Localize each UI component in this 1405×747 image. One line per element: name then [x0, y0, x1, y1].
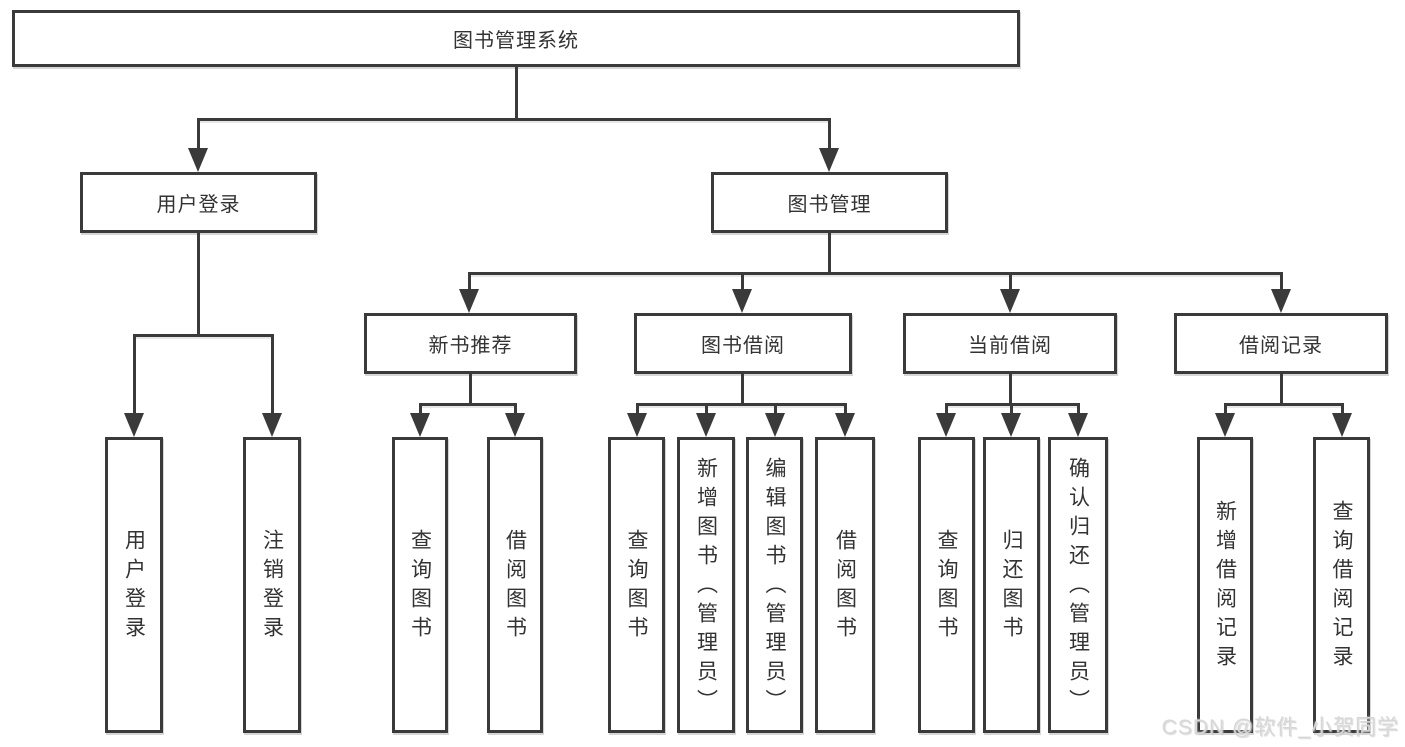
connector-line: [1077, 403, 1080, 417]
arrow-down-icon: [1215, 413, 1235, 437]
connector-line: [197, 233, 200, 336]
node-new-book-recommendation: 新书推荐: [364, 313, 577, 374]
arrow-down-icon: [1332, 413, 1352, 437]
arrow-down-icon: [819, 148, 839, 172]
arrow-down-icon: [1271, 289, 1291, 313]
node-book-management: 图书管理: [711, 172, 948, 233]
connector-line: [741, 272, 744, 292]
connector-line: [133, 334, 274, 337]
leaf-query-borrow-record: 查询借阅记录: [1313, 437, 1370, 733]
arrow-down-icon: [124, 413, 144, 437]
connector-line: [774, 403, 777, 417]
leaf-add-borrow-record: 新增借阅记录: [1197, 437, 1253, 733]
connector-line: [515, 67, 518, 120]
arrow-down-icon: [262, 413, 282, 437]
arrow-down-icon: [765, 413, 785, 437]
connector-line: [636, 403, 639, 417]
connector-line: [514, 403, 517, 417]
arrow-down-icon: [505, 413, 525, 437]
connector-line: [468, 272, 471, 292]
connector-line: [1224, 403, 1344, 406]
connector-line: [469, 374, 472, 406]
connector-line: [197, 118, 831, 121]
connector-line: [1009, 374, 1012, 406]
leaf-borrow-books: 借阅图书: [815, 437, 875, 733]
arrow-down-icon: [732, 289, 752, 313]
leaf-confirm-return-admin: 确认归还（管理员）: [1048, 437, 1108, 733]
connector-line: [945, 403, 948, 417]
connector-line: [1280, 374, 1283, 406]
node-user-login: 用户登录: [80, 172, 317, 233]
connector-line: [705, 403, 708, 417]
leaf-return-books: 归还图书: [983, 437, 1040, 733]
connector-line: [844, 403, 847, 417]
node-library-management-system: 图书管理系统: [12, 10, 1020, 67]
connector-line: [828, 233, 831, 275]
leaf-query-books: 查询图书: [392, 437, 448, 733]
arrow-down-icon: [627, 413, 647, 437]
connector-line: [468, 272, 1283, 275]
node-current-borrowing: 当前借阅: [903, 313, 1117, 374]
arrow-down-icon: [188, 148, 208, 172]
connector-line: [419, 403, 422, 417]
arrow-down-icon: [1000, 289, 1020, 313]
connector-line: [419, 403, 517, 406]
leaf-user-login: 用户登录: [105, 437, 163, 733]
arrow-down-icon: [936, 413, 956, 437]
connector-line: [1009, 272, 1012, 292]
leaf-query-books: 查询图书: [608, 437, 665, 733]
leaf-add-books-admin: 新增图书（管理员）: [677, 437, 735, 733]
node-borrowing-records: 借阅记录: [1174, 313, 1388, 374]
arrow-down-icon: [410, 413, 430, 437]
connector-line: [271, 334, 274, 414]
arrow-down-icon: [835, 413, 855, 437]
connector-line: [741, 374, 744, 406]
arrow-down-icon: [1068, 413, 1088, 437]
leaf-query-books: 查询图书: [918, 437, 975, 733]
leaf-edit-books-admin: 编辑图书（管理员）: [746, 437, 803, 733]
leaf-borrow-books: 借阅图书: [487, 437, 543, 733]
connector-line: [1224, 403, 1227, 417]
connector-line: [133, 334, 136, 414]
connector-line: [636, 403, 847, 406]
arrow-down-icon: [459, 289, 479, 313]
node-book-borrowing: 图书借阅: [634, 313, 852, 374]
connector-line: [1010, 403, 1013, 417]
leaf-logout: 注销登录: [243, 437, 301, 733]
connector-line: [1280, 272, 1283, 292]
connector-line: [1341, 403, 1344, 417]
arrow-down-icon: [1001, 413, 1021, 437]
connector-line: [828, 118, 831, 150]
connector-line: [197, 118, 200, 150]
arrow-down-icon: [696, 413, 716, 437]
